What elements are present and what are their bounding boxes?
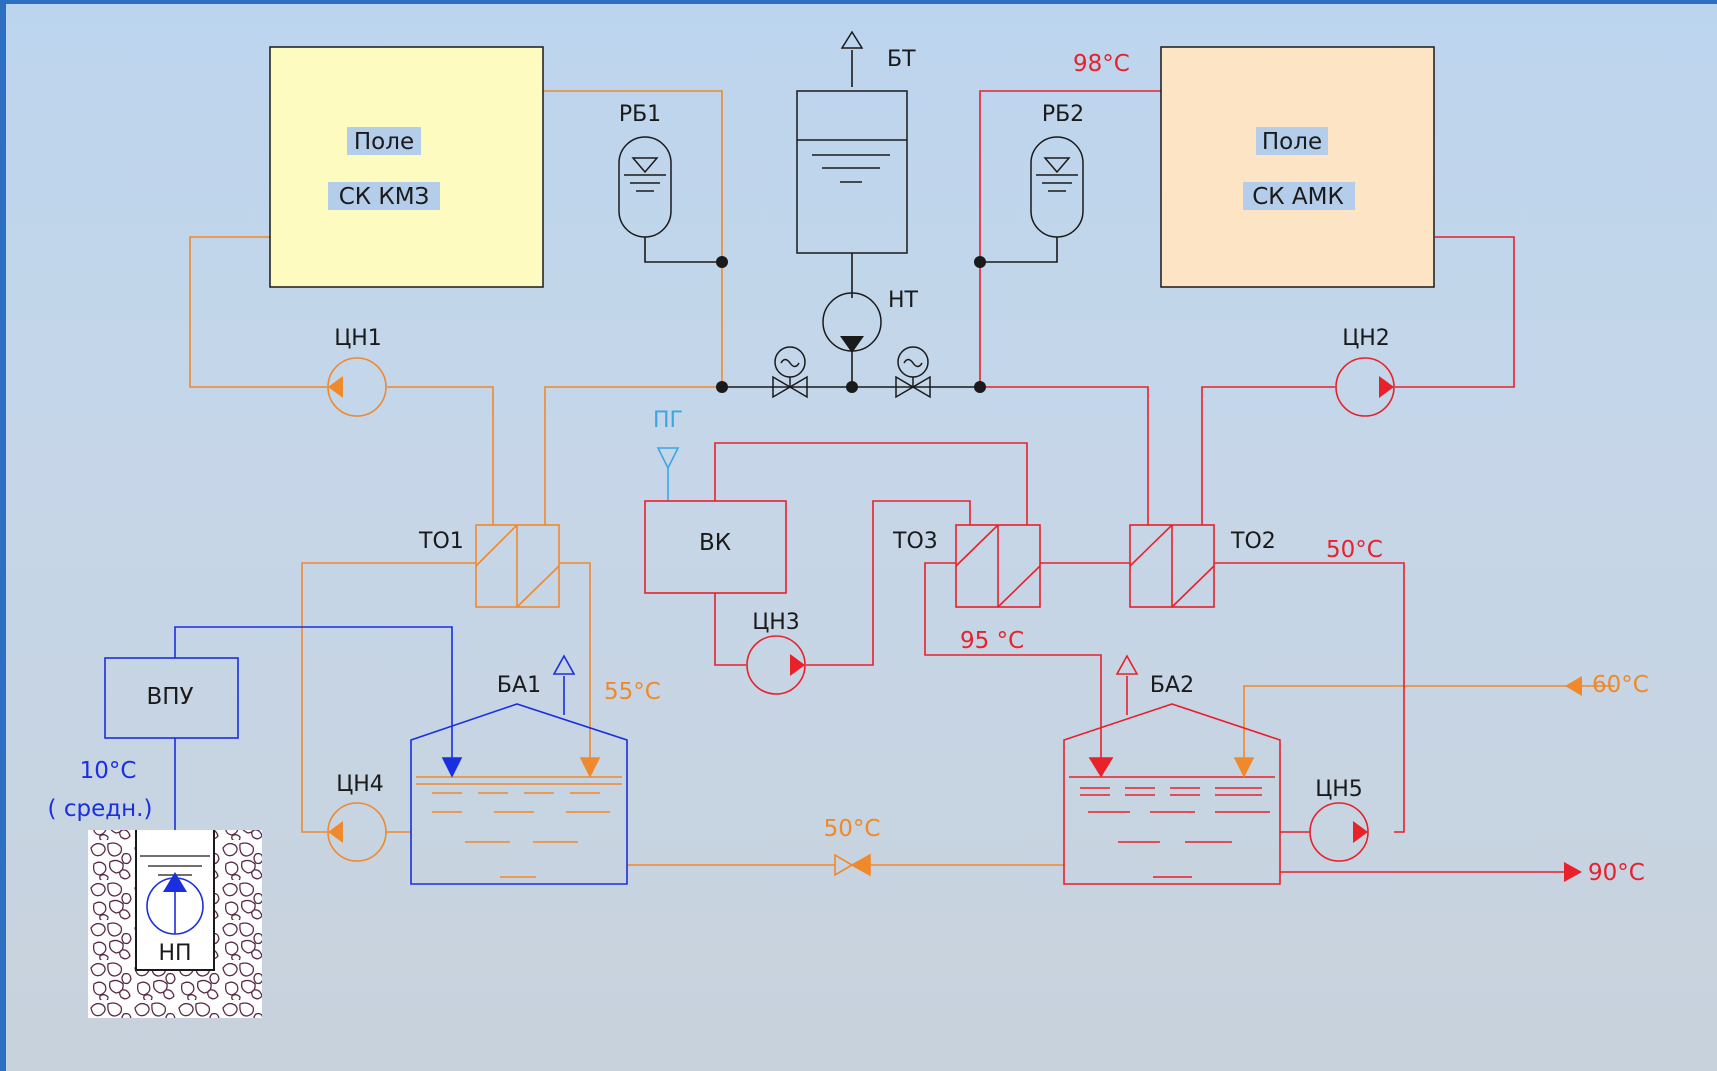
solar-field-right[interactable]: Поле СК АМК <box>1160 46 1435 288</box>
check-valve-bottom[interactable] <box>834 853 871 877</box>
temp-50-top: 50°С <box>1326 537 1383 563</box>
pg-label: ПГ <box>653 408 683 433</box>
storage-tank-ba2[interactable] <box>1063 654 1281 885</box>
junction-dots <box>716 256 986 393</box>
cn1-label: ЦН1 <box>334 326 382 351</box>
pump-cn2[interactable] <box>1335 357 1395 417</box>
bt-vent-icon <box>840 30 864 49</box>
rb1-label: РБ1 <box>619 102 661 127</box>
pump-nt[interactable] <box>822 292 882 353</box>
motor-valve-left[interactable] <box>772 346 808 399</box>
storage-tank-ba1[interactable] <box>410 654 628 885</box>
vk-label: ВК <box>699 530 731 556</box>
vpu-label: ВПУ <box>146 684 193 710</box>
temp-95: 95 °С <box>960 628 1024 654</box>
to2-label: ТО2 <box>1230 529 1276 554</box>
inlet-60-arrow-icon <box>1565 676 1582 696</box>
np-label: НП <box>158 941 191 966</box>
motor-drive-icon <box>897 346 929 378</box>
temp-98: 98°С <box>1073 51 1130 77</box>
pg-vent: ПГ <box>653 408 683 501</box>
heat-exchanger-to1[interactable] <box>475 524 560 608</box>
temp-50-bottom: 50°С <box>824 816 881 842</box>
ba2-label: БА2 <box>1150 673 1194 698</box>
to1-label: ТО1 <box>418 529 464 554</box>
vent-arrow-icon <box>552 654 576 675</box>
pump-cn1[interactable] <box>327 357 387 417</box>
motor-valve-right[interactable] <box>895 346 931 399</box>
field-right-name: СК АМК <box>1252 184 1344 210</box>
vpu-water-treatment[interactable]: ВПУ <box>104 657 239 739</box>
motor-drive-icon <box>774 346 806 378</box>
outlet-90-arrow-icon <box>1564 862 1582 882</box>
buffer-tank-bt[interactable] <box>796 90 908 254</box>
pump-cn4[interactable] <box>327 802 411 862</box>
right-solar-loop <box>714 90 1570 873</box>
cn3-label: ЦН3 <box>752 610 800 635</box>
temp-10: 10°С <box>80 758 137 784</box>
vent-arrow-icon <box>1115 654 1139 675</box>
well-with-pump[interactable]: НП <box>88 830 262 1018</box>
field-right-title: Поле <box>1262 129 1322 155</box>
cn4-label: ЦН4 <box>336 772 384 797</box>
solar-field-left[interactable]: Поле СК КМЗ <box>269 46 544 288</box>
nt-label: НТ <box>888 288 919 313</box>
expansion-tank-rb2[interactable] <box>1030 136 1084 238</box>
temp-55: 55°С <box>604 679 661 705</box>
to3-label: ТО3 <box>892 529 938 554</box>
cn5-label: ЦН5 <box>1315 777 1363 802</box>
cn2-label: ЦН2 <box>1342 326 1390 351</box>
temp-10-note: ( средн.) <box>48 796 153 822</box>
pump-cn5[interactable] <box>1280 802 1369 862</box>
ba1-label: БА1 <box>497 673 541 698</box>
pump-cn3[interactable] <box>746 635 806 695</box>
field-left-name: СК КМЗ <box>339 184 430 210</box>
heat-exchanger-to2[interactable] <box>1129 524 1215 608</box>
bt-label: БТ <box>887 47 916 72</box>
temp-90: 90°С <box>1588 860 1645 886</box>
rb2-label: РБ2 <box>1042 102 1084 127</box>
expansion-tank-rb1[interactable] <box>618 136 672 238</box>
heat-exchanger-to3[interactable] <box>955 524 1041 608</box>
vk-boiler[interactable]: ВК <box>644 500 787 594</box>
temp-60: 60°С <box>1592 672 1649 698</box>
field-left-title: Поле <box>354 129 414 155</box>
left-solar-loop <box>189 90 1615 866</box>
